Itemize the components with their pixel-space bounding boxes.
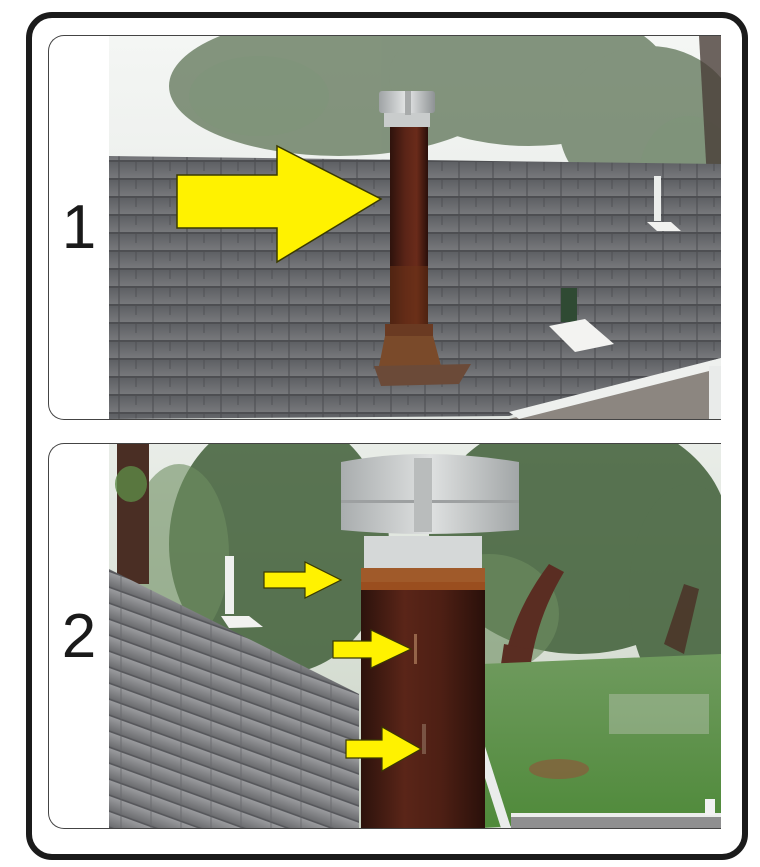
photo-panel-1: 1 [48, 35, 721, 420]
panel-number-label: 2 [61, 601, 97, 671]
yellow-arrow [263, 561, 343, 599]
photo-2-illustration [109, 444, 721, 828]
yellow-arrow [345, 725, 423, 773]
photo-panel-2: 2 [48, 443, 721, 829]
photo-1-illustration [109, 36, 721, 419]
chimney-closeup-photo [109, 444, 721, 828]
panel-number-label: 1 [61, 193, 97, 262]
yellow-arrow [176, 144, 383, 264]
yellow-arrow [332, 629, 413, 669]
chimney-roof-photo [109, 36, 721, 419]
